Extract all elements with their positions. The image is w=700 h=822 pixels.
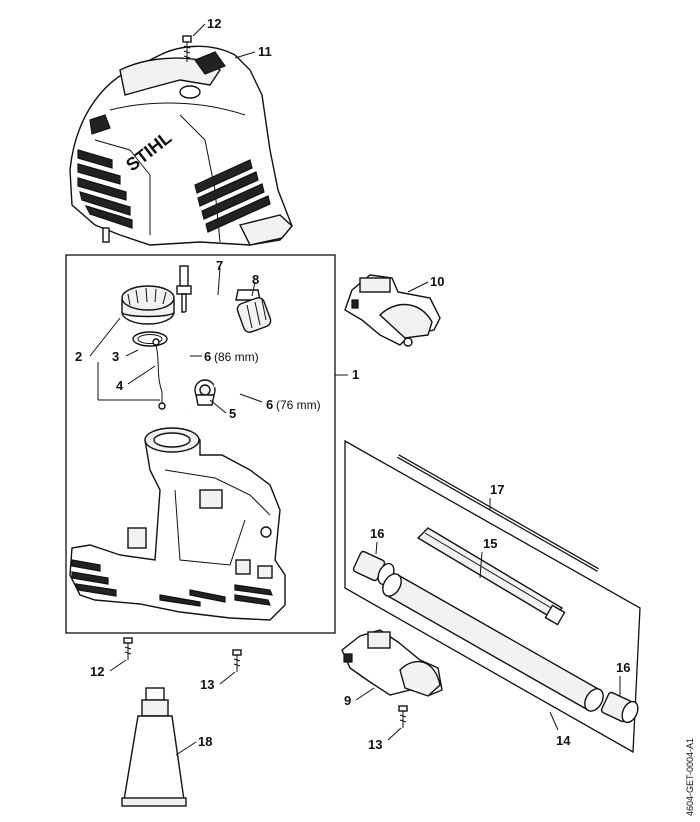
screw-12-bottom <box>123 637 133 660</box>
handle-part <box>344 274 441 347</box>
group-frame-shaft <box>344 439 641 754</box>
callout-7: 7 <box>216 258 223 273</box>
retainer-cord-part <box>152 338 166 410</box>
callout-12-top: 12 <box>207 16 221 31</box>
callout-6-86: 6 <box>204 349 211 364</box>
callout-13-mid: 13 <box>200 677 214 692</box>
callout-labels: 12 11 7 8 10 2 3 6 (86 mm) 4 1 5 6 (76 m… <box>75 16 630 752</box>
callout-6-76: 6 <box>266 397 273 412</box>
callout-2: 2 <box>75 349 82 364</box>
callout-8: 8 <box>252 272 259 287</box>
liner-part <box>416 527 566 626</box>
screw-13-bottom <box>398 705 408 728</box>
group-frame-1 <box>65 254 336 634</box>
callout-15: 15 <box>483 536 497 551</box>
grease-tube-part <box>121 687 187 807</box>
screw-13-mid <box>232 649 242 672</box>
document-code: 4604-GET-0004-A1 <box>685 738 695 816</box>
drive-tube-part <box>382 573 604 712</box>
sleeve-16-right <box>600 691 639 724</box>
cover-vent-left <box>77 114 133 229</box>
engine-cover-part: STIHL <box>69 45 293 246</box>
fuel-cap-part <box>121 285 175 325</box>
callout-14: 14 <box>556 733 571 748</box>
callout-4: 4 <box>116 378 124 393</box>
callout-17: 17 <box>490 482 504 497</box>
callout-16-right: 16 <box>616 660 630 675</box>
screw-12-top <box>182 35 192 62</box>
drive-shaft-part <box>397 454 599 572</box>
callout-9: 9 <box>344 693 351 708</box>
clamp-part <box>341 629 443 697</box>
callout-16-left: 16 <box>370 526 384 541</box>
valve-part <box>194 379 216 406</box>
callout-12-bottom: 12 <box>90 664 104 679</box>
callout-6-86-note: (86 mm) <box>214 350 259 364</box>
cover-vent-right <box>194 51 271 233</box>
callout-13-bottom: 13 <box>368 737 382 752</box>
callout-6-76-note: (76 mm) <box>276 398 321 412</box>
tank-vent-part <box>176 265 192 313</box>
callout-18: 18 <box>198 734 212 749</box>
engine-housing-part <box>69 427 286 621</box>
fuel-filter-part <box>235 289 272 333</box>
callout-1: 1 <box>352 367 359 382</box>
callout-10: 10 <box>430 274 444 289</box>
callout-3: 3 <box>112 349 119 364</box>
callout-11: 11 <box>258 44 272 59</box>
callout-5: 5 <box>229 406 236 421</box>
